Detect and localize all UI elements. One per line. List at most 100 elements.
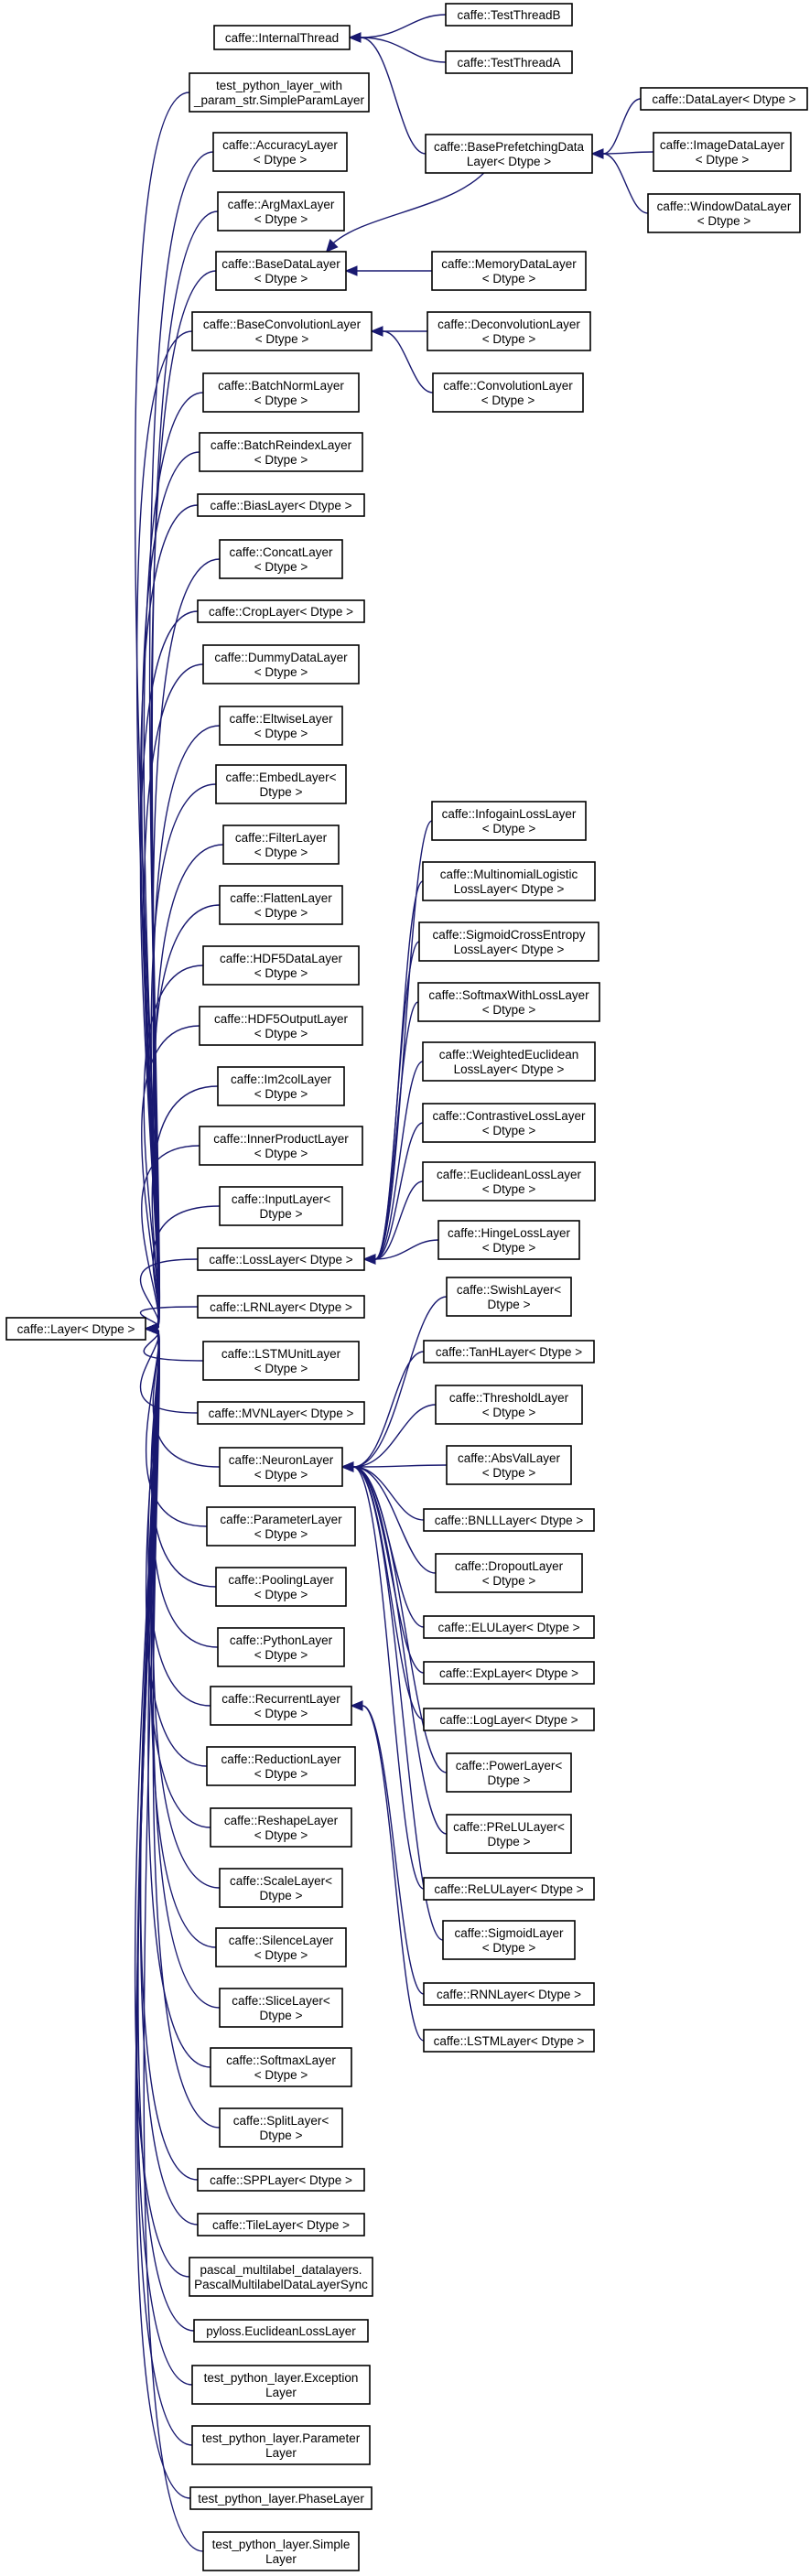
class-node-phase[interactable]: test_python_layer.PhaseLayer	[189, 2486, 373, 2510]
class-node-contrastive[interactable]: caffe::ContrastiveLossLayer< Dtype >	[422, 1103, 596, 1143]
class-node-prelu[interactable]: caffe::PReLULayer<Dtype >	[446, 1814, 572, 1854]
class-node-layer[interactable]: caffe::Layer< Dtype >	[5, 1317, 146, 1341]
class-node-softmax[interactable]: caffe::SoftmaxLayer< Dtype >	[210, 2047, 352, 2087]
class-node-conv[interactable]: caffe::ConvolutionLayer< Dtype >	[432, 372, 584, 413]
class-node-internalthread[interactable]: caffe::InternalThread	[213, 25, 351, 50]
class-node-infogain[interactable]: caffe::InfogainLossLayer< Dtype >	[431, 801, 587, 841]
class-node-tile[interactable]: caffe::TileLayer< Dtype >	[197, 2213, 365, 2236]
class-name-line: caffe::PowerLayer<	[456, 1759, 563, 1773]
class-name-line: caffe::MVNLayer< Dtype >	[209, 1407, 354, 1420]
class-node-imagedata[interactable]: caffe::ImageDataLayer< Dtype >	[653, 132, 792, 172]
class-node-absval[interactable]: caffe::AbsValLayer< Dtype >	[446, 1445, 572, 1485]
class-node-eltwise[interactable]: caffe::EltwiseLayer< Dtype >	[219, 706, 343, 746]
class-node-recurrent[interactable]: caffe::RecurrentLayer< Dtype >	[210, 1686, 352, 1726]
class-name-line: caffe::BatchNormLayer	[218, 379, 344, 393]
class-node-slice[interactable]: caffe::SliceLayer<Dtype >	[219, 1988, 343, 2028]
class-name-line: < Dtype >	[696, 153, 750, 167]
class-node-euclideanloss[interactable]: caffe::EuclideanLossLayer< Dtype >	[422, 1161, 596, 1202]
class-node-baseconv[interactable]: caffe::BaseConvolutionLayer< Dtype >	[191, 311, 373, 351]
class-node-softmaxloss[interactable]: caffe::SoftmaxWithLossLayer< Dtype >	[417, 982, 600, 1022]
class-node-argmax[interactable]: caffe::ArgMaxLayer< Dtype >	[217, 191, 345, 232]
class-node-innerproduct[interactable]: caffe::InnerProductLayer< Dtype >	[199, 1126, 363, 1166]
arrowhead-baseprefetch-to-internalthread	[348, 32, 362, 43]
class-node-bias[interactable]: caffe::BiasLayer< Dtype >	[197, 493, 365, 517]
class-node-embed[interactable]: caffe::EmbedLayer<Dtype >	[215, 764, 347, 804]
class-node-exp[interactable]: caffe::ExpLayer< Dtype >	[423, 1661, 595, 1685]
class-node-bnll[interactable]: caffe::BNLLLayer< Dtype >	[423, 1508, 595, 1532]
class-node-simpleparam[interactable]: test_python_layer_with_param_str.SimpleP…	[189, 72, 370, 113]
class-box	[437, 1220, 580, 1260]
class-node-lrn[interactable]: caffe::LRNLayer< Dtype >	[197, 1295, 365, 1319]
class-node-batchnorm[interactable]: caffe::BatchNormLayer< Dtype >	[202, 372, 360, 413]
class-node-parameter[interactable]: caffe::ParameterLayer< Dtype >	[206, 1506, 356, 1547]
class-node-threshold[interactable]: caffe::ThresholdLayer< Dtype >	[435, 1385, 583, 1425]
class-box	[219, 1868, 343, 1908]
class-node-reshape[interactable]: caffe::ReshapeLayer< Dtype >	[210, 1807, 352, 1848]
class-node-datalayer[interactable]: caffe::DataLayer< Dtype >	[640, 87, 808, 111]
class-node-swish[interactable]: caffe::SwishLayer<Dtype >	[446, 1277, 572, 1317]
class-node-parampy[interactable]: test_python_layer.ParameterLayer	[191, 2425, 371, 2465]
class-node-testthreada[interactable]: caffe::TestThreadA	[445, 50, 573, 74]
class-node-hdf5data[interactable]: caffe::HDF5DataLayer< Dtype >	[202, 945, 360, 986]
class-node-mvn[interactable]: caffe::MVNLayer< Dtype >	[197, 1401, 365, 1425]
class-node-log[interactable]: caffe::LogLayer< Dtype >	[423, 1708, 595, 1731]
class-node-hingeloss[interactable]: caffe::HingeLossLayer< Dtype >	[437, 1220, 580, 1260]
class-node-power[interactable]: caffe::PowerLayer<Dtype >	[446, 1752, 572, 1793]
class-name-line: caffe::ArgMaxLayer	[228, 198, 335, 211]
class-node-flatten[interactable]: caffe::FlattenLayer< Dtype >	[219, 885, 343, 925]
inheritance-edge-sigmoid-to-neuron	[352, 1466, 444, 1941]
class-node-testthreadb[interactable]: caffe::TestThreadB	[445, 3, 573, 27]
class-node-accuracy[interactable]: caffe::AccuracyLayer< Dtype >	[212, 132, 348, 172]
class-node-loss[interactable]: caffe::LossLayer< Dtype >	[197, 1247, 365, 1271]
inheritance-edge-euclideanloss-to-loss	[374, 1180, 424, 1260]
class-node-sigmoid[interactable]: caffe::SigmoidLayer< Dtype >	[442, 1920, 576, 1960]
class-node-crop[interactable]: caffe::CropLayer< Dtype >	[197, 599, 365, 623]
class-node-reduction[interactable]: caffe::ReductionLayer< Dtype >	[206, 1746, 356, 1786]
class-node-filter[interactable]: caffe::FilterLayer< Dtype >	[222, 825, 340, 865]
class-name-line: < Dtype >	[697, 214, 751, 228]
class-node-pyloss[interactable]: pyloss.EuclideanLossLayer	[193, 2319, 369, 2343]
class-node-im2col[interactable]: caffe::Im2colLayer< Dtype >	[217, 1066, 345, 1106]
class-node-basedata[interactable]: caffe::BaseDataLayer< Dtype >	[215, 251, 347, 291]
class-node-windowdata[interactable]: caffe::WindowDataLayer< Dtype >	[647, 193, 801, 233]
class-box	[202, 372, 360, 413]
inheritance-edges	[134, 14, 654, 2552]
class-node-dropout[interactable]: caffe::DropoutLayer< Dtype >	[435, 1553, 583, 1593]
class-node-tanh[interactable]: caffe::TanHLayer< Dtype >	[423, 1340, 595, 1363]
class-name-line: caffe::HingeLossLayer	[448, 1226, 571, 1240]
class-node-python[interactable]: caffe::PythonLayer< Dtype >	[217, 1627, 345, 1667]
class-name-line: < Dtype >	[254, 1527, 308, 1541]
class-box	[653, 132, 792, 172]
class-name-line: caffe::SplitLayer<	[233, 2114, 329, 2128]
class-node-lstm[interactable]: caffe::LSTMLayer< Dtype >	[423, 2029, 595, 2053]
class-box	[647, 193, 801, 233]
class-node-scale[interactable]: caffe::ScaleLayer<Dtype >	[219, 1868, 343, 1908]
class-box	[423, 1708, 595, 1731]
class-node-neuron[interactable]: caffe::NeuronLayer< Dtype >	[219, 1447, 343, 1487]
class-node-rnn[interactable]: caffe::RNNLayer< Dtype >	[423, 1982, 595, 2006]
class-node-pascal[interactable]: pascal_multilabel_datalayers.PascalMulti…	[189, 2257, 373, 2297]
class-node-spp[interactable]: caffe::SPPLayer< Dtype >	[197, 2168, 365, 2192]
class-node-concat[interactable]: caffe::ConcatLayer< Dtype >	[219, 539, 343, 579]
class-node-input[interactable]: caffe::InputLayer<Dtype >	[219, 1186, 343, 1226]
inheritance-edge-phase-to-layer	[135, 1328, 191, 2499]
class-node-deconv[interactable]: caffe::DeconvolutionLayer< Dtype >	[427, 311, 591, 351]
class-node-elu[interactable]: caffe::ELULayer< Dtype >	[423, 1615, 595, 1639]
class-node-silence[interactable]: caffe::SilenceLayer< Dtype >	[215, 1927, 347, 1967]
class-node-batchreindex[interactable]: caffe::BatchReindexLayer< Dtype >	[199, 432, 363, 472]
class-node-pooling[interactable]: caffe::PoolingLayer< Dtype >	[215, 1567, 347, 1607]
class-node-dummydata[interactable]: caffe::DummyDataLayer< Dtype >	[202, 644, 360, 684]
class-node-hdf5output[interactable]: caffe::HDF5OutputLayer< Dtype >	[199, 1006, 363, 1046]
class-node-split[interactable]: caffe::SplitLayer<Dtype >	[219, 2107, 343, 2148]
class-node-relu[interactable]: caffe::ReLULayer< Dtype >	[423, 1877, 595, 1901]
class-box	[431, 801, 587, 841]
class-node-memorydata[interactable]: caffe::MemoryDataLayer< Dtype >	[431, 251, 587, 291]
class-node-lstmunit[interactable]: caffe::LSTMUnitLayer< Dtype >	[202, 1341, 360, 1381]
class-box	[215, 251, 347, 291]
